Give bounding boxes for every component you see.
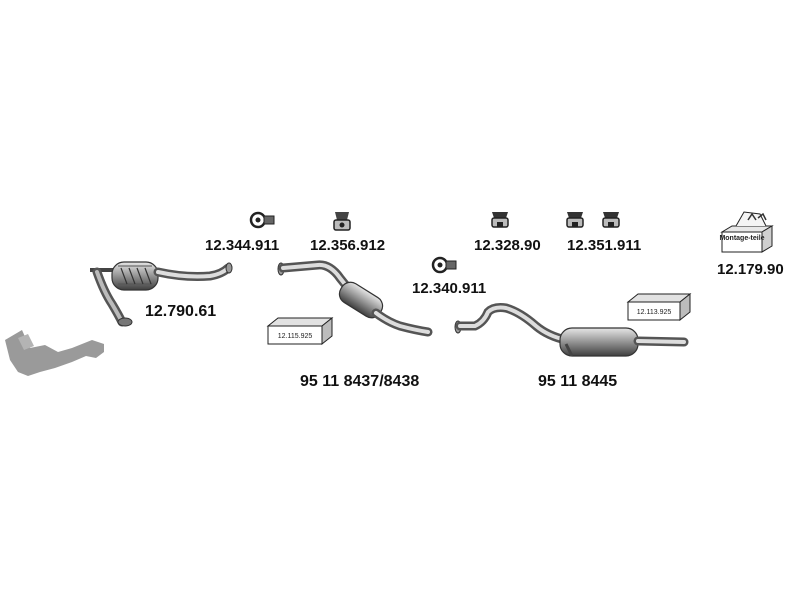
clamp-icon[interactable] xyxy=(431,256,457,274)
clamp-icon[interactable] xyxy=(249,211,275,229)
hanger-2-part-number: 12.328.90 xyxy=(474,237,541,254)
parts-box-right[interactable]: 12.113.925 xyxy=(626,292,692,322)
middle-silencer-part[interactable] xyxy=(277,260,433,337)
clamp-1-part-number: 12.344.911 xyxy=(205,237,280,254)
mounting-kit-part-number: 12.179.90 xyxy=(717,261,784,278)
manifold-silhouette xyxy=(5,330,104,376)
rubber-hanger-icon[interactable] xyxy=(333,212,351,231)
parts-box-left[interactable]: 12.115.925 xyxy=(266,316,334,346)
hanger-3-part-number: 12.351.911 xyxy=(567,237,642,254)
mounting-kit-box[interactable]: Montage-teile xyxy=(719,211,774,253)
rear-section-part-number: 95 11 8445 xyxy=(538,373,618,390)
mounting-kit-box-label: Montage-teile xyxy=(719,235,764,242)
front-pipe-part[interactable] xyxy=(90,261,233,327)
rubber-hanger-icon[interactable] xyxy=(491,212,509,228)
rear-silencer-part[interactable] xyxy=(454,303,689,357)
clamp-2-part-number: 12.340.911 xyxy=(412,280,487,297)
parts-box-right-label: 12.113.925 xyxy=(637,309,672,316)
hanger-1-part-number: 12.356.912 xyxy=(310,237,386,254)
parts-box-left-label: 12.115.925 xyxy=(278,333,313,340)
rubber-hanger-pair-icon[interactable] xyxy=(566,212,620,228)
middle-section-part-number: 95 11 8437/8438 xyxy=(300,373,420,390)
front-pipe-part-number: 12.790.61 xyxy=(145,303,217,320)
